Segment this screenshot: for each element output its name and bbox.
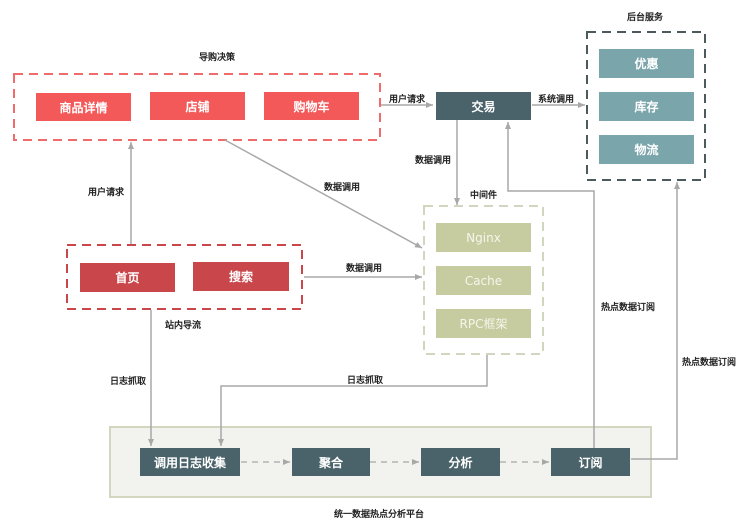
node-rpc[interactable]: RPC框架 <box>436 309 531 338</box>
node-inventory[interactable]: 库存 <box>599 92 694 121</box>
node-home[interactable]: 首页 <box>80 263 175 292</box>
node-logistics[interactable]: 物流 <box>599 135 694 164</box>
node-nginx[interactable]: Nginx <box>436 223 531 252</box>
entry-group-label: 站内导流 <box>165 321 202 331</box>
label-hot-sub-trade: 热点数据订阅 <box>601 303 656 313</box>
node-log-collect[interactable]: 调用日志收集 <box>140 448 240 476</box>
node-cart[interactable]: 购物车 <box>264 92 359 120</box>
label-data-call-diag: 数据调用 <box>324 183 361 193</box>
node-analyze[interactable]: 分析 <box>421 448 500 476</box>
node-cache[interactable]: Cache <box>436 266 531 295</box>
middleware-group-label: 中间件 <box>470 191 498 201</box>
label-user-request-left: 用户请求 <box>88 188 125 198</box>
node-shop[interactable]: 店铺 <box>150 92 245 120</box>
label-data-call-entry: 数据调用 <box>346 264 383 274</box>
node-trade[interactable]: 交易 <box>436 92 531 120</box>
backend-group-border <box>586 31 706 181</box>
node-product-detail[interactable]: 商品详情 <box>36 93 131 121</box>
label-log-fetch-mid: 日志抓取 <box>347 376 384 386</box>
node-discount[interactable]: 优惠 <box>599 49 694 78</box>
label-user-request-top: 用户请求 <box>389 95 426 105</box>
guide-group-label: 导购决策 <box>199 53 236 63</box>
edge-middleware-to-collect <box>218 355 488 446</box>
edge-subscribe-to-backend <box>631 182 680 460</box>
node-aggregate[interactable]: 聚合 <box>292 448 370 476</box>
label-hot-sub-backend: 热点数据订阅 <box>682 358 737 368</box>
node-subscribe[interactable]: 订阅 <box>551 448 630 476</box>
platform-group-label: 统一数据热点分析平台 <box>334 510 425 520</box>
edge-guide-to-middleware <box>224 139 423 249</box>
label-system-call: 系统调用 <box>538 95 575 105</box>
label-data-call-trade: 数据调用 <box>415 156 452 166</box>
node-search[interactable]: 搜索 <box>193 262 289 291</box>
backend-group-label: 后台服务 <box>627 13 664 23</box>
edge-subscribe-to-trade <box>505 122 595 448</box>
guide-group-border <box>13 73 381 141</box>
label-log-fetch-left: 日志抓取 <box>110 377 147 387</box>
